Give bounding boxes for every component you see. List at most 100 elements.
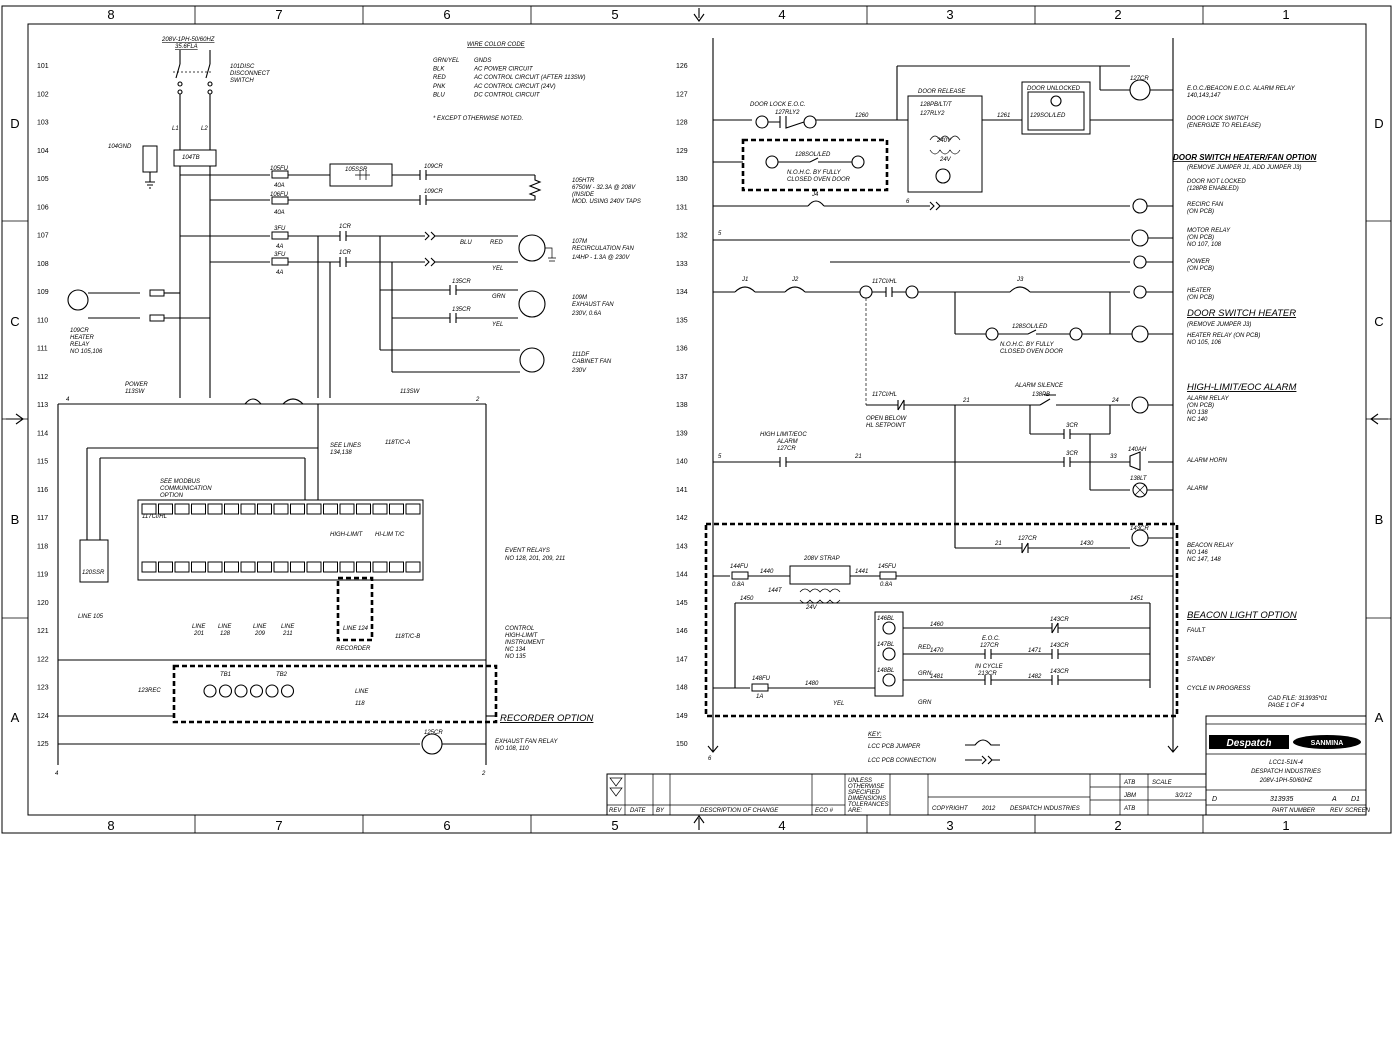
recorder-dashed-box [336, 576, 374, 642]
checked-by: JBM [1123, 793, 1136, 799]
revision-triangle-icon [609, 777, 623, 797]
bus-arrow-icon [1167, 745, 1179, 753]
terminal [141, 503, 157, 515]
beacon-light-title: BEACON LIGHT OPTION [1187, 610, 1297, 621]
rung-number: 146 [676, 628, 688, 635]
heater-relay-coil-icon [1131, 325, 1149, 343]
recorder-terminal [234, 684, 248, 698]
wire-color-code: RED [433, 75, 446, 81]
beacon-relay-coil-icon [1131, 529, 1149, 547]
beacon-yellow-icon [882, 673, 896, 687]
tol-note: TOLERANCES [848, 802, 889, 808]
rung-number: 133 [676, 261, 688, 268]
copyright-owner: DESPATCH INDUSTRIES [1010, 806, 1080, 812]
contact-eoc-icon [984, 649, 992, 659]
beacon-option-box [704, 522, 1179, 718]
disconnect-id: 101DISC [230, 64, 255, 70]
rung-number: 140 [676, 459, 688, 466]
wire-num: 1481 [930, 674, 943, 680]
terminal [207, 561, 223, 573]
rung-number: 128 [676, 120, 688, 127]
terminal [290, 503, 305, 515]
alarm-silence-button-icon[interactable] [1039, 394, 1056, 406]
rung-number: 149 [676, 713, 688, 720]
heater-led: HEATER [1187, 288, 1212, 294]
terminal [306, 503, 322, 515]
dsh2-title: DOOR SWITCH HEATER [1187, 308, 1296, 319]
rung-number: 115 [37, 459, 48, 466]
rung-number: 126 [676, 63, 688, 70]
key-jumper-icon [965, 739, 1000, 746]
contact-label: 117CI/HL [872, 279, 897, 285]
terminal [224, 503, 239, 515]
wire-num: 1470 [930, 648, 944, 654]
modbus-note3: OPTION [160, 493, 184, 499]
rung-number: 134 [676, 289, 688, 296]
tol-note: UNLESS [848, 778, 872, 784]
tol-note: DIMENSIONS [848, 796, 886, 802]
fan-109m-name: EXHAUST FAN [572, 302, 614, 308]
fan-107m-name: RECIRCULATION FAN [572, 246, 634, 252]
cr-label: 109CR [424, 164, 443, 170]
col-label-top: 3 [946, 7, 953, 22]
wire-num: 6 [906, 199, 910, 205]
heater-relay-no: NO 105, 106 [1187, 340, 1222, 346]
tol-note: ARE: [847, 808, 862, 814]
fan-107m: 107M [572, 239, 587, 245]
recorder-tb2: TB2 [276, 672, 288, 678]
door-unlocked-box [1021, 81, 1091, 135]
coil-label: 127CR [1130, 76, 1149, 82]
spec: 208V-1PH-50/60HZ [1259, 778, 1313, 784]
l2-label: L2 [201, 126, 208, 132]
heater-relay-text2: RELAY [70, 342, 90, 348]
alarm-relay: ALARM RELAY [1186, 396, 1230, 402]
contact-127cr-icon [779, 457, 787, 467]
rung-number: 116 [37, 487, 48, 494]
wire-color-code: BLU [433, 92, 445, 98]
tb-label: 104TB [182, 155, 200, 161]
terminal-block-104tb [173, 149, 217, 167]
contact-1cr-icon [339, 231, 347, 267]
brand-logo-text: SANMINA [1311, 740, 1344, 747]
outer-frame [1, 5, 1392, 834]
fan-107m-rating: 1/4HP - 1.3A @ 230V [572, 255, 630, 261]
company-logo-text: Despatch [1226, 738, 1271, 749]
recirc-fan-note: (ON PCB) [1187, 209, 1214, 215]
wire-color: GRN [918, 671, 932, 677]
rung-number: 135 [676, 317, 688, 324]
line-ref: LINE [218, 624, 232, 630]
fuse-label: 145FU [878, 564, 897, 570]
control-label2: HIGH-LIMIT [505, 633, 539, 639]
heater-relay-coil-icon [67, 289, 89, 311]
eco-header: ECO # [815, 808, 834, 814]
contact-label: 143CR [1050, 643, 1069, 649]
motor-relay-coil-icon [1131, 229, 1149, 247]
bus-arrow-icon [707, 745, 719, 753]
beacon-relay: BEACON RELAY [1187, 543, 1234, 549]
fan-111df-name: CABINET FAN [572, 359, 612, 365]
terminal [240, 503, 256, 515]
center-arrow-top-icon [693, 8, 705, 22]
dsh-option-title: DOOR SWITCH HEATER/FAN OPTION [1173, 153, 1317, 162]
door-release-box [907, 95, 983, 193]
cycle-label: CYCLE IN PROGRESS [1187, 686, 1250, 692]
contact-127cr-icon [1021, 542, 1029, 554]
recorder-terminal [249, 684, 264, 698]
alarm-relay-nc: NC 140 [1187, 417, 1208, 423]
despatch-logo [1209, 735, 1289, 749]
terminal [339, 561, 355, 573]
line-ref-num: 118 [355, 701, 365, 707]
col-label-top: 1 [1282, 7, 1289, 22]
tc-a-label: 118T/C-A [385, 440, 410, 446]
heater-note: (INSIDE [572, 192, 595, 198]
cr-label: 135CR [452, 307, 471, 313]
rung-number: 147 [676, 656, 688, 663]
alarm-silence: ALARM SILENCE [1014, 383, 1064, 389]
rung-number: 102 [37, 91, 49, 98]
transformer-coil-icon [799, 588, 841, 593]
alarm-relay-no: NO 138 [1187, 410, 1208, 416]
tol-note: OTHERWISE [848, 784, 885, 790]
control-no: NO 135 [505, 654, 526, 660]
rung-number: 101 [37, 63, 49, 70]
